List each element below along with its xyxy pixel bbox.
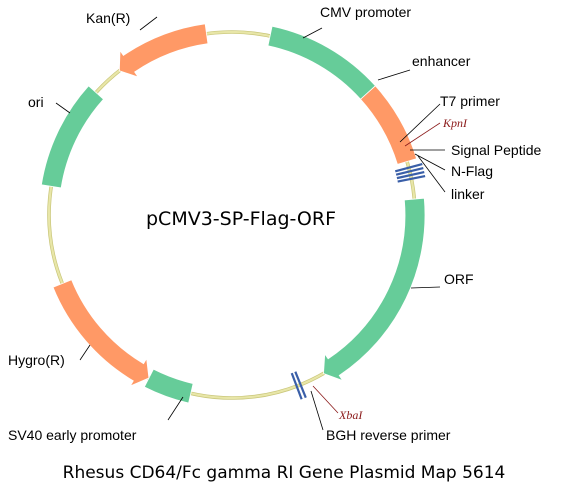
marker-xbai-bgh-stripe	[294, 371, 307, 399]
marker-t7-kpni-signal-flag	[394, 162, 426, 183]
leader-cmv-promoter	[302, 27, 323, 39]
arc-sv40-early-promoter	[143, 368, 194, 404]
leader-lines	[55, 16, 446, 431]
leader-kan	[139, 16, 158, 31]
arc-enhancer	[359, 85, 418, 165]
label-n-flag: N-Flag	[451, 163, 493, 179]
arc-kan-r	[118, 23, 209, 78]
label-enhancer: enhancer	[412, 53, 471, 69]
site-markers	[290, 162, 426, 400]
leader-hygro	[79, 344, 91, 361]
label-bgh-reverse-primer: BGH reverse primer	[326, 427, 451, 443]
leader-kpni	[404, 122, 441, 147]
arc-cmv-promoter	[267, 25, 376, 100]
label-kpni: KpnI	[442, 116, 468, 130]
label-linker: linker	[451, 186, 485, 202]
marker-xbai-bgh-stripe	[290, 372, 303, 400]
arc-orf	[323, 197, 426, 382]
marker-t7-kpni-signal-flag-stripe	[395, 166, 424, 176]
label-signal-peptide: Signal Peptide	[451, 142, 542, 158]
plasmid-name: pCMV3-SP-Flag-ORF	[146, 208, 336, 230]
label-t7-primer: T7 primer	[440, 93, 500, 109]
leader-n-flag	[414, 153, 446, 171]
leader-sv40	[167, 396, 184, 421]
arc-ori	[40, 85, 105, 189]
feature-arcs	[40, 23, 426, 404]
leader-xbai	[312, 385, 339, 414]
label-kan-r: Kan(R)	[86, 10, 130, 26]
label-xbai: XbaI	[338, 408, 363, 422]
leader-ori	[55, 102, 71, 114]
arc-hygro-r	[52, 279, 150, 387]
label-ori: ori	[28, 94, 44, 110]
leader-bgh	[310, 390, 324, 431]
marker-t7-kpni-signal-flag-stripe	[397, 174, 426, 183]
label-cmv-promoter: CMV promoter	[320, 4, 411, 20]
leader-t7-primer	[399, 103, 441, 143]
marker-t7-kpni-signal-flag-stripe	[396, 170, 425, 180]
marker-xbai-bgh	[290, 371, 307, 400]
leader-linker	[417, 155, 446, 193]
map-caption: Rhesus CD64/Fc gamma RI Gene Plasmid Map…	[63, 463, 506, 483]
label-sv40-early-promoter: SV40 early promoter	[8, 427, 137, 443]
label-hygro-r: Hygro(R)	[8, 352, 65, 368]
marker-t7-kpni-signal-flag-stripe	[394, 162, 423, 173]
label-orf: ORF	[444, 271, 474, 287]
leader-orf	[410, 286, 441, 289]
leader-enhancer	[377, 69, 411, 81]
